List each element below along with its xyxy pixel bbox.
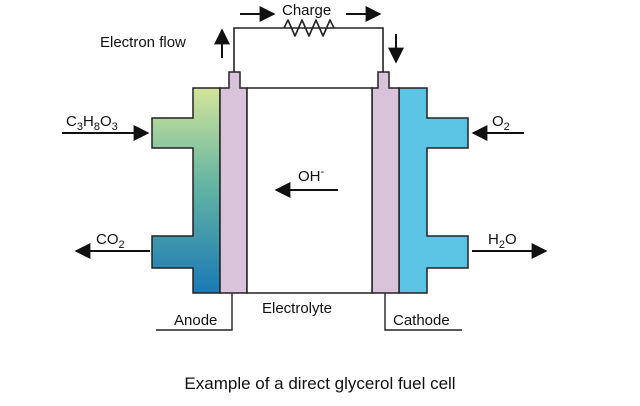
oxygen-input-label: O2 [492, 113, 510, 133]
glycerol-input-label: C3H8O3 [66, 113, 118, 133]
external-circuit-wire [233, 27, 384, 73]
cathode-electrode [398, 87, 469, 294]
cathode-leader-line [384, 293, 462, 331]
cathode-label: Cathode [393, 312, 450, 329]
charge-label: Charge [282, 2, 331, 19]
electrolyte-label: Electrolyte [262, 300, 332, 317]
ion-label: OH- [298, 166, 325, 185]
anode-electrode [151, 87, 221, 294]
water-output-label: H2O [488, 231, 517, 251]
figure-caption: Example of a direct glycerol fuel cell [184, 374, 456, 393]
electrolyte-chamber [246, 87, 373, 294]
cathode-membrane [371, 71, 400, 294]
electron-flow-label: Electron flow [100, 34, 186, 51]
co2-output-label: CO2 [96, 231, 125, 251]
resistor-icon [283, 19, 335, 37]
anode-leader-line [156, 293, 233, 331]
anode-membrane [219, 71, 248, 294]
anode-label: Anode [174, 312, 217, 329]
